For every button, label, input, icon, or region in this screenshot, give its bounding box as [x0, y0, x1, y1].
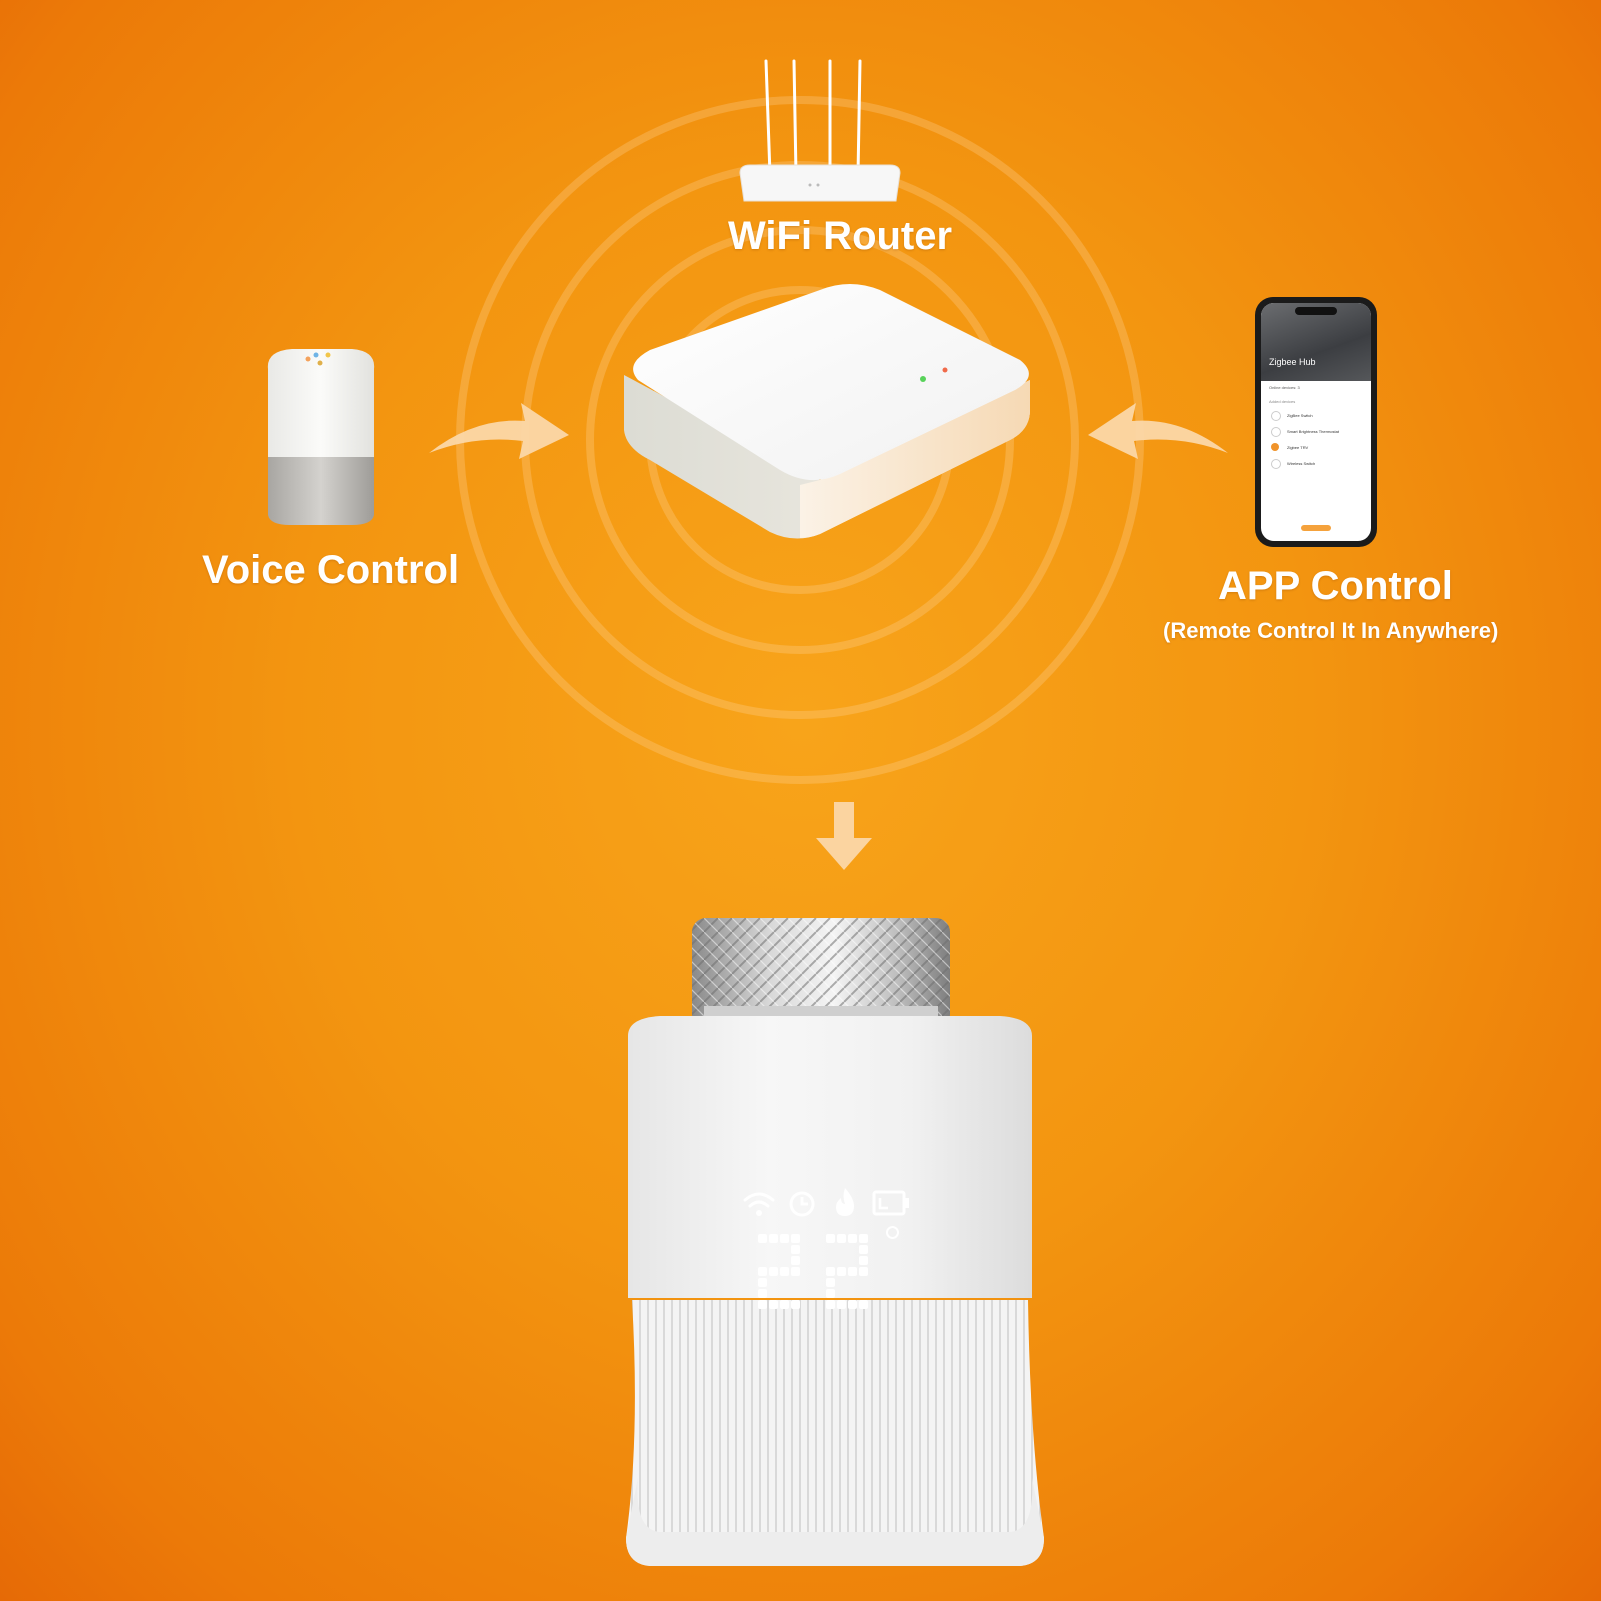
temperature-digit-dot	[758, 1300, 767, 1309]
temperature-digit-dot	[826, 1300, 835, 1309]
temperature-digit-dot	[859, 1267, 868, 1276]
voice-control-label: Voice Control	[202, 548, 460, 592]
temperature-digit-dot	[791, 1256, 800, 1265]
zigbee-hub-image	[620, 280, 1040, 560]
temperature-digit-dot	[791, 1300, 800, 1309]
temperature-digit-dot	[859, 1256, 868, 1265]
temperature-degree-icon	[886, 1226, 899, 1239]
temperature-digit-dot	[791, 1267, 800, 1276]
phone-device-icon	[1271, 427, 1281, 437]
temperature-digit-dot	[769, 1300, 778, 1309]
phone-device-item[interactable]: ZigBee Switch	[1287, 413, 1313, 418]
temperature-digit-dot	[826, 1278, 835, 1287]
temperature-digit-dot	[848, 1234, 857, 1243]
temperature-digit-dot	[837, 1234, 846, 1243]
temperature-digit-dot	[758, 1278, 767, 1287]
temperature-digit-dot	[758, 1234, 767, 1243]
temperature-digit-dot	[837, 1300, 846, 1309]
smart-speaker-image	[262, 345, 380, 527]
temperature-digit-dot	[769, 1267, 778, 1276]
temperature-digit-dot	[826, 1267, 835, 1276]
wifi-icon	[743, 1192, 775, 1216]
phone-device-icon	[1271, 443, 1279, 451]
arrow-down-icon	[816, 802, 872, 870]
temperature-digit-dot	[791, 1245, 800, 1254]
phone-device-item[interactable]: Zigbee TRV	[1287, 445, 1309, 450]
temperature-digit-dot	[780, 1300, 789, 1309]
temperature-digit-dot	[859, 1300, 868, 1309]
temperature-digit-dot	[848, 1300, 857, 1309]
temperature-digit-dot	[780, 1267, 789, 1276]
temperature-digit-dot	[791, 1234, 800, 1243]
temperature-digit-dot	[780, 1234, 789, 1243]
wifi-router-label: WiFi Router	[728, 214, 953, 258]
temperature-digit-dot	[837, 1267, 846, 1276]
phone-section-title: Added devices	[1269, 399, 1296, 404]
temperature-display	[758, 1234, 868, 1309]
temperature-digit-dot	[769, 1234, 778, 1243]
phone-hub-title: Zigbee Hub	[1269, 357, 1316, 367]
app-control-sublabel: (Remote Control It In Anywhere)	[1163, 618, 1499, 643]
temperature-digit-dot	[826, 1234, 835, 1243]
temperature-digit-dot	[758, 1267, 767, 1276]
arrow-right-icon	[429, 403, 569, 459]
smartphone-image: Zigbee Hub Online devices: 3 Added devic…	[1255, 297, 1377, 547]
temperature-digit-dot	[859, 1245, 868, 1254]
temperature-digit-dot	[848, 1267, 857, 1276]
battery-icon	[872, 1190, 909, 1216]
phone-device-item[interactable]: Wireless Switch	[1287, 461, 1316, 466]
phone-add-button[interactable]	[1301, 525, 1331, 531]
app-control-label: APP Control	[1218, 564, 1453, 608]
temperature-digit-dot	[859, 1234, 868, 1243]
phone-device-item[interactable]: Smart Brightness Thermostat	[1287, 429, 1339, 434]
phone-device-icon	[1271, 411, 1281, 421]
wifi-router-image	[730, 55, 910, 205]
phone-device-icon	[1271, 459, 1281, 469]
arrow-left-icon	[1088, 403, 1228, 459]
temperature-digit-dot	[758, 1289, 767, 1298]
clock-icon	[789, 1191, 815, 1217]
radiator-thermostat-image: 22	[620, 918, 1050, 1578]
temperature-digit-dot	[826, 1289, 835, 1298]
phone-online-devices: Online devices: 3	[1269, 385, 1300, 390]
flame-icon	[836, 1188, 854, 1216]
